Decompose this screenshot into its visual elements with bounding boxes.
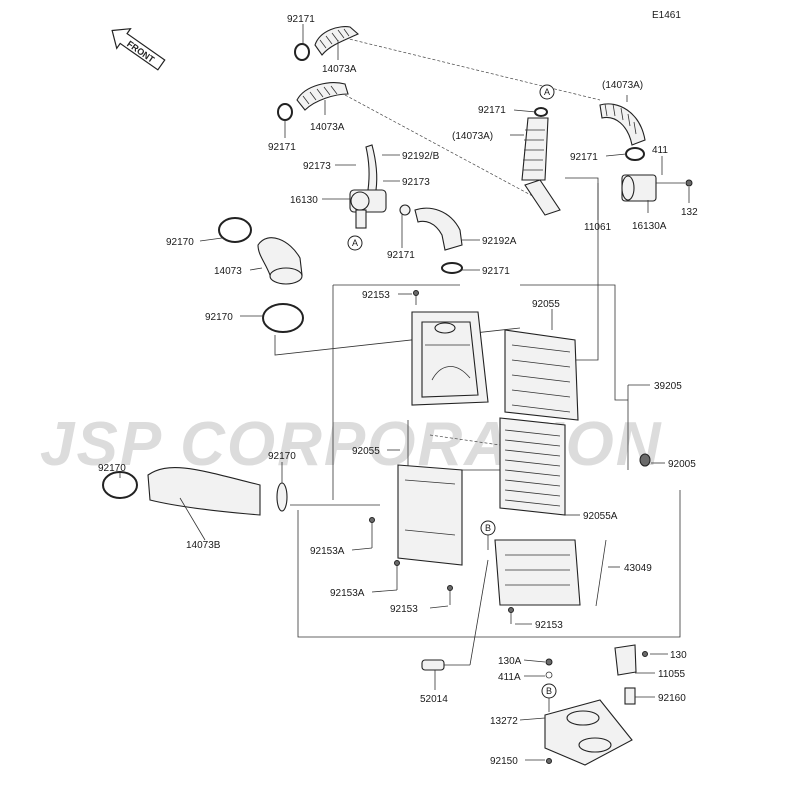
label-92153A-b: 92153A (330, 588, 365, 599)
label-14073A-top: 14073A (322, 64, 357, 75)
label-92153-c: 92153 (535, 620, 563, 631)
bracket-11055 (614, 644, 637, 676)
label-130: 130 (670, 650, 687, 661)
bolts (369, 290, 651, 764)
valve-16130A (621, 174, 693, 202)
callout-a-top: A (539, 84, 555, 100)
bottom-plate-13272 (544, 699, 633, 766)
label-132: 132 (681, 207, 698, 218)
leader-lines (119, 24, 690, 761)
hose-14073A-middle (521, 117, 561, 216)
label-92171-c: 92171 (387, 250, 415, 261)
callout-b-left: B (480, 520, 496, 536)
intercooler-core (499, 417, 566, 516)
label-11061: 11061 (584, 222, 612, 233)
hose-14073A-second (296, 82, 349, 111)
hose-14073B (147, 467, 261, 516)
svg-text:B: B (546, 686, 552, 696)
clamp-92170-b (262, 303, 304, 333)
clamp-92171-right (625, 147, 645, 161)
sensor-52014 (421, 659, 470, 671)
label-92005: 92005 (668, 459, 696, 470)
label-52014: 52014 (420, 694, 448, 705)
label-92192A: 92192A (482, 236, 517, 247)
label-39205: 39205 (654, 381, 682, 392)
watermark: JSP CORPORATION (40, 410, 663, 479)
part-labels: 92171 14073A 14073A 92171 (14073A) 92171… (98, 14, 698, 767)
label-11055: 11055 (658, 669, 686, 680)
label-92055-top: 92055 (532, 299, 560, 310)
clamp-92171-middle (534, 107, 548, 117)
label-92173-b: 92173 (402, 177, 430, 188)
intake-base-plate (494, 539, 581, 606)
lower-intake-housing (397, 464, 463, 566)
callout-b-bottom: B (541, 683, 557, 699)
callout-a-bottom: A (347, 235, 363, 251)
clamp-92171-lower (441, 262, 463, 274)
label-92173-a: 92173 (303, 161, 331, 172)
label-411-top: 411 (652, 145, 668, 156)
diagram-code: E1461 (652, 10, 681, 21)
label-130A: 130A (498, 656, 522, 667)
label-92055-mid: 92055 (352, 446, 380, 457)
valve-16130 (349, 144, 411, 229)
elbow-hose-14073 (257, 237, 303, 285)
label-92153A-a: 92153A (310, 546, 345, 557)
svg-text:B: B (485, 523, 491, 533)
label-92055A: 92055A (583, 511, 618, 522)
label-92171-mid: 92171 (478, 105, 506, 116)
label-43049: 43049 (624, 563, 652, 574)
label-92171-right: 92171 (570, 152, 598, 163)
label-16130A: 16130A (632, 221, 667, 232)
label-92160: 92160 (658, 693, 686, 704)
hose-14073A-right (599, 103, 646, 146)
label-14073A-paren-m: (14073A) (452, 131, 493, 142)
clamp-92170-a (218, 217, 252, 243)
front-direction-arrow: FRONT (111, 27, 166, 71)
label-92170-c: 92170 (98, 463, 126, 474)
label-13272: 13272 (490, 716, 518, 727)
label-92170-a: 92170 (166, 237, 194, 248)
clamp-92171-second (277, 103, 293, 121)
bracket-92160 (624, 687, 636, 705)
label-14073A-paren-r: (14073A) (602, 80, 643, 91)
label-92170-b: 92170 (205, 312, 233, 323)
label-92171-d: 92171 (482, 266, 510, 277)
label-14073A-2: 14073A (310, 122, 345, 133)
label-92192B: 92192/B (402, 151, 440, 162)
label-92150: 92150 (490, 756, 518, 767)
upper-intake-housing (411, 311, 489, 406)
svg-text:A: A (544, 87, 550, 97)
intake-cover-upper (504, 329, 579, 421)
hose-14073A-top (314, 26, 360, 56)
ring-92170-d (276, 482, 288, 512)
label-411A: 411A (498, 672, 521, 683)
label-92171-top: 92171 (287, 14, 315, 25)
label-92171-2: 92171 (268, 142, 296, 153)
svg-text:A: A (352, 238, 358, 248)
label-92153-top: 92153 (362, 290, 390, 301)
hose-92192A (414, 207, 463, 251)
clamp-92171-top (294, 43, 310, 61)
label-14073: 14073 (214, 266, 242, 277)
label-92170-d: 92170 (268, 451, 296, 462)
label-16130: 16130 (290, 195, 318, 206)
label-92153-b: 92153 (390, 604, 418, 615)
assembly-frame-lines (274, 177, 681, 638)
label-14073B: 14073B (186, 540, 221, 551)
